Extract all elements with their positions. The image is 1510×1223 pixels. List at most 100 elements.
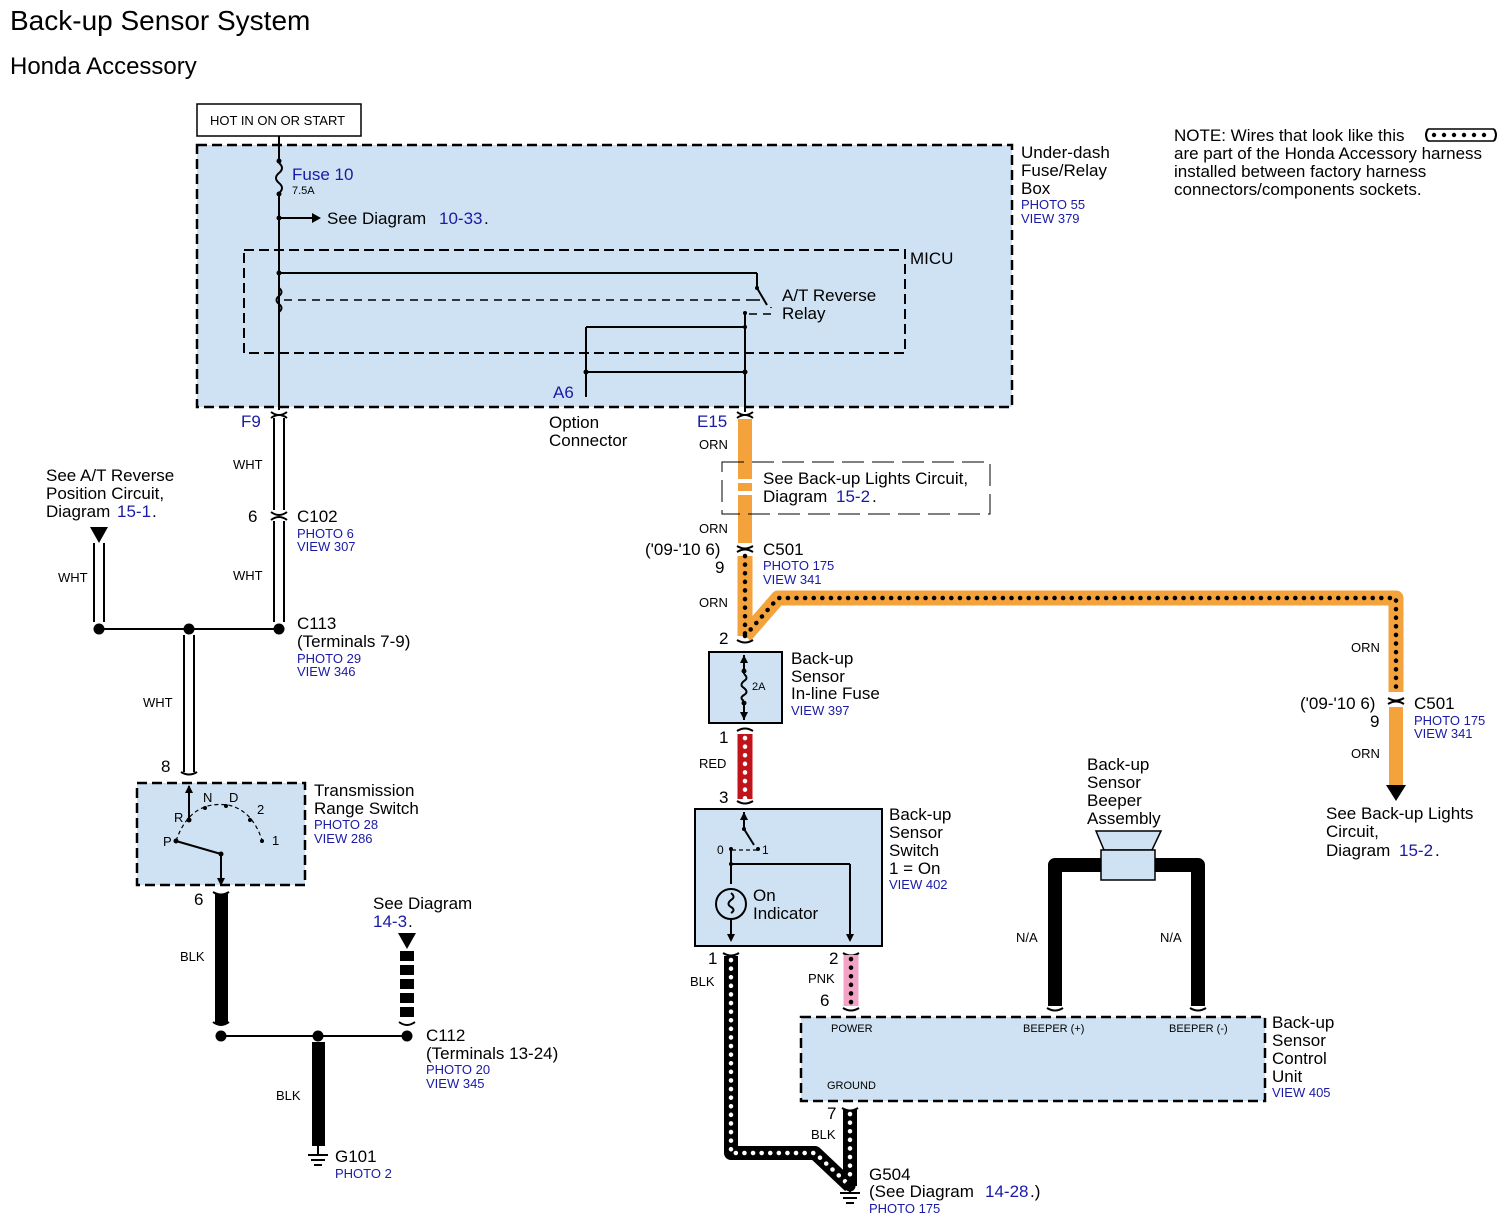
on-indicator-label-2: Indicator bbox=[753, 904, 819, 923]
fuse-box-view: VIEW 379 bbox=[1021, 211, 1080, 226]
cu-pin-7: 7 bbox=[827, 1104, 836, 1123]
switch-pin-3: 3 bbox=[719, 788, 728, 807]
inline-fuse-label-1: Back-up bbox=[791, 649, 853, 668]
fuse-10-rating: 7.5A bbox=[292, 185, 315, 197]
far-see-3: Diagram bbox=[1326, 841, 1390, 860]
switch-pin-1: 1 bbox=[708, 949, 717, 968]
c501-photo: PHOTO 175 bbox=[763, 558, 834, 573]
see-14-3-ref[interactable]: 14-3 bbox=[373, 912, 407, 931]
relay-label-1: A/T Reverse bbox=[782, 286, 876, 305]
c102-photo: PHOTO 6 bbox=[297, 526, 354, 541]
cu-view: VIEW 405 bbox=[1272, 1085, 1331, 1100]
cu-beeper-minus-terminal: BEEPER (-) bbox=[1169, 1023, 1228, 1035]
pin-e15: E15 bbox=[697, 412, 727, 431]
micu-box bbox=[243, 249, 906, 354]
control-unit-pin-6: 6 bbox=[820, 991, 829, 1010]
c501-year-pin: ('09-'10 6) bbox=[645, 540, 720, 559]
pin-f9: F9 bbox=[241, 412, 261, 431]
svg-text:.: . bbox=[152, 502, 157, 521]
backup-lights-ref-2: Diagram bbox=[763, 487, 827, 506]
na-label-1: N/A bbox=[1016, 930, 1038, 945]
beeper-label-3: Beeper bbox=[1087, 791, 1142, 810]
switch-view: VIEW 402 bbox=[889, 877, 948, 892]
diagram-title: Back-up Sensor System bbox=[10, 5, 310, 36]
svg-text:2: 2 bbox=[257, 802, 264, 817]
c113-photo: PHOTO 29 bbox=[297, 651, 361, 666]
orn-label-4: ORN bbox=[1351, 640, 1380, 655]
far-c501-connector-icon bbox=[1387, 697, 1405, 705]
note-line-3: installed between factory harness bbox=[1174, 162, 1426, 181]
fuse-box-name-3: Box bbox=[1021, 179, 1051, 198]
inline-fuse-rating: 2A bbox=[752, 681, 766, 693]
far-see-2: Circuit, bbox=[1326, 822, 1379, 841]
far-see-ref[interactable]: 15-2 bbox=[1399, 841, 1433, 860]
switch-pos-1: 1 bbox=[762, 843, 769, 857]
see-at-reverse-ref[interactable]: 15-1 bbox=[117, 502, 151, 521]
orn-wire-e15-upper bbox=[738, 419, 752, 479]
svg-text:D: D bbox=[229, 790, 238, 805]
c102-view: VIEW 307 bbox=[297, 539, 356, 554]
g504-ref[interactable]: 14-28 bbox=[985, 1182, 1028, 1201]
c501-connector-icon bbox=[736, 545, 754, 553]
backup-lights-ref-link[interactable]: 15-2 bbox=[836, 487, 870, 506]
svg-text:.: . bbox=[408, 912, 413, 931]
svg-text:N: N bbox=[203, 790, 212, 805]
see-at-reverse-2: Position Circuit, bbox=[46, 484, 164, 503]
c112-view: VIEW 345 bbox=[426, 1076, 485, 1091]
arrow-down-icon bbox=[1386, 785, 1406, 801]
see-at-reverse-1: See A/T Reverse bbox=[46, 466, 174, 485]
wht-wire-at-reverse bbox=[93, 543, 105, 622]
note-line-2: are part of the Honda Accessory harness bbox=[1174, 144, 1482, 163]
blk-wire-trs bbox=[215, 894, 228, 1024]
beeper-speaker-icon bbox=[1094, 830, 1163, 881]
switch-pos-0: 0 bbox=[717, 843, 724, 857]
c501-label: C501 bbox=[763, 540, 804, 559]
power-source-box bbox=[196, 103, 362, 137]
power-source-label: HOT IN ON OR START bbox=[210, 113, 345, 128]
blk-label-4: BLK bbox=[811, 1127, 836, 1142]
micu-label: MICU bbox=[910, 249, 953, 268]
cu-power-terminal: POWER bbox=[831, 1023, 873, 1035]
beeper-label-4: Assembly bbox=[1087, 809, 1161, 828]
c113-view: VIEW 346 bbox=[297, 664, 356, 679]
see-diagram-10-33-ref[interactable]: 10-33 bbox=[439, 209, 482, 228]
note-line-1: NOTE: Wires that look like this bbox=[1174, 126, 1405, 145]
option-connector-label-1: Option bbox=[549, 413, 599, 432]
svg-text:.: . bbox=[872, 487, 877, 506]
orn-wire-e15-lower bbox=[738, 495, 752, 543]
cu-label-3: Control bbox=[1272, 1049, 1327, 1068]
trs-photo: PHOTO 28 bbox=[314, 817, 378, 832]
blk-label-2: BLK bbox=[276, 1088, 301, 1103]
g504-see: (See Diagram bbox=[869, 1182, 974, 1201]
under-dash-fuse-relay-box bbox=[195, 143, 1014, 409]
fuse-box-photo: PHOTO 55 bbox=[1021, 197, 1085, 212]
diagram-subtitle: Honda Accessory bbox=[10, 53, 197, 80]
c113-label: C113 bbox=[297, 614, 336, 633]
c112-label: C112 bbox=[426, 1026, 465, 1045]
pnk-label: PNK bbox=[808, 971, 835, 986]
see-diagram-arrow-icon bbox=[312, 213, 321, 223]
trs-switch-icon: R N D 2 P 1 bbox=[163, 785, 279, 886]
c501-view: VIEW 341 bbox=[763, 572, 822, 587]
wht-label-1: WHT bbox=[233, 457, 263, 472]
c102-label: C102 bbox=[297, 507, 338, 526]
trs-label-2: Range Switch bbox=[314, 799, 419, 818]
wht-label-3: WHT bbox=[58, 570, 88, 585]
cu-beeper-plus-terminal: BEEPER (+) bbox=[1023, 1023, 1084, 1035]
far-c501-pin: 9 bbox=[1370, 712, 1379, 731]
c102-connector-icon bbox=[270, 511, 288, 521]
far-c501-photo: PHOTO 175 bbox=[1414, 713, 1485, 728]
see-at-reverse-3: Diagram bbox=[46, 502, 110, 521]
fuse-10-label: Fuse 10 bbox=[292, 165, 353, 184]
backup-lights-circuit-box bbox=[721, 461, 991, 515]
switch-label-1: Back-up bbox=[889, 805, 951, 824]
svg-text:P: P bbox=[163, 834, 172, 849]
on-indicator-label-1: On bbox=[753, 886, 776, 905]
svg-text:.: . bbox=[1435, 841, 1440, 860]
na-label-2: N/A bbox=[1160, 930, 1182, 945]
fuse-box-name-2: Fuse/Relay bbox=[1021, 161, 1107, 180]
trs-pin-out: 6 bbox=[194, 890, 203, 909]
see-diagram-10-33-text: See Diagram bbox=[327, 209, 426, 228]
trs-pin-in: 8 bbox=[161, 757, 170, 776]
beeper-label-1: Back-up bbox=[1087, 755, 1149, 774]
